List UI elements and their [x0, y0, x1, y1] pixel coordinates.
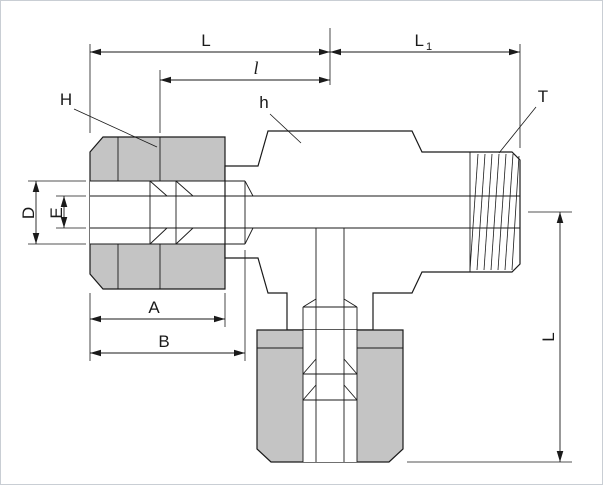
leader-h: [269, 113, 302, 144]
male-thread-hatching: [469, 152, 520, 272]
leader-T: [498, 106, 537, 154]
dim-label-L-branch: L: [539, 332, 558, 341]
bottom-socket-bore: [303, 330, 357, 462]
dim-label-h: h: [259, 93, 268, 112]
dim-label-H: H: [60, 90, 72, 109]
fitting-body: [224, 130, 521, 331]
dimension-labels: L L 1 l H h T D E A B L: [19, 31, 558, 351]
branch-bore-lines: [302, 228, 358, 462]
dimension-lines: [32, 48, 564, 462]
leader-H: [73, 108, 158, 148]
run-bore-lines: [90, 195, 520, 229]
dim-label-L: L: [201, 31, 210, 50]
dim-label-L1: L: [415, 31, 424, 50]
dim-label-E: E: [47, 207, 66, 218]
dim-label-D: D: [19, 207, 38, 219]
left-socket-lines: [90, 180, 254, 245]
fitting-geometry: [89, 130, 521, 463]
bottom-ferrules: [302, 358, 358, 401]
dim-label-A: A: [148, 298, 160, 317]
leader-lines: [73, 106, 537, 154]
dim-label-l: l: [253, 58, 258, 78]
dim-label-L1-subscript: 1: [426, 41, 432, 53]
left-ferrules: [149, 180, 194, 245]
dim-label-T: T: [538, 87, 548, 106]
left-socket-bore: [90, 181, 225, 244]
left-nut-detail-lines: [117, 137, 161, 289]
dim-label-B: B: [158, 332, 169, 351]
extension-lines: [28, 28, 572, 463]
